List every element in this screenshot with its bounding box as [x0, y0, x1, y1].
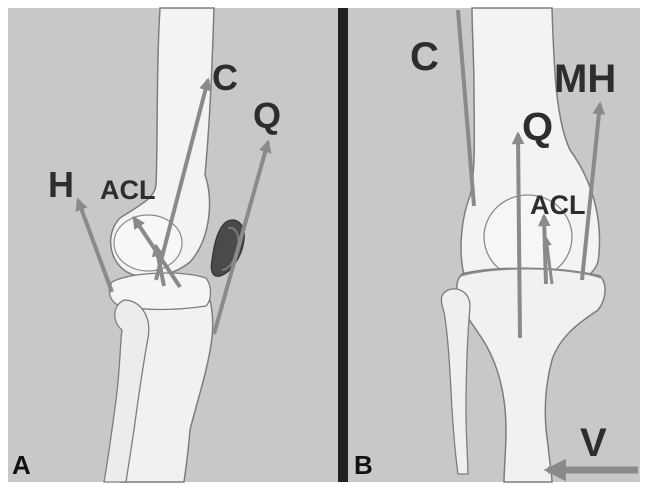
panel-label-a: A — [12, 450, 31, 480]
panel-b: C MH Q ACL V B — [348, 8, 640, 482]
label-a-q: Q — [253, 95, 281, 136]
label-b-v: V — [580, 421, 607, 465]
arrow-b-acl-1 — [544, 216, 546, 284]
panel-label-b: B — [354, 450, 373, 480]
panel-a: C Q H ACL A — [8, 8, 338, 482]
label-a-h: H — [48, 164, 74, 205]
label-b-acl: ACL — [530, 190, 586, 220]
label-b-c: C — [410, 35, 439, 79]
panel-separator — [338, 8, 348, 482]
label-b-q: Q — [522, 105, 553, 149]
label-a-c: C — [212, 57, 238, 98]
label-a-acl: ACL — [100, 175, 156, 205]
label-b-mh: MH — [554, 57, 616, 101]
arrow-b-q — [518, 134, 520, 338]
